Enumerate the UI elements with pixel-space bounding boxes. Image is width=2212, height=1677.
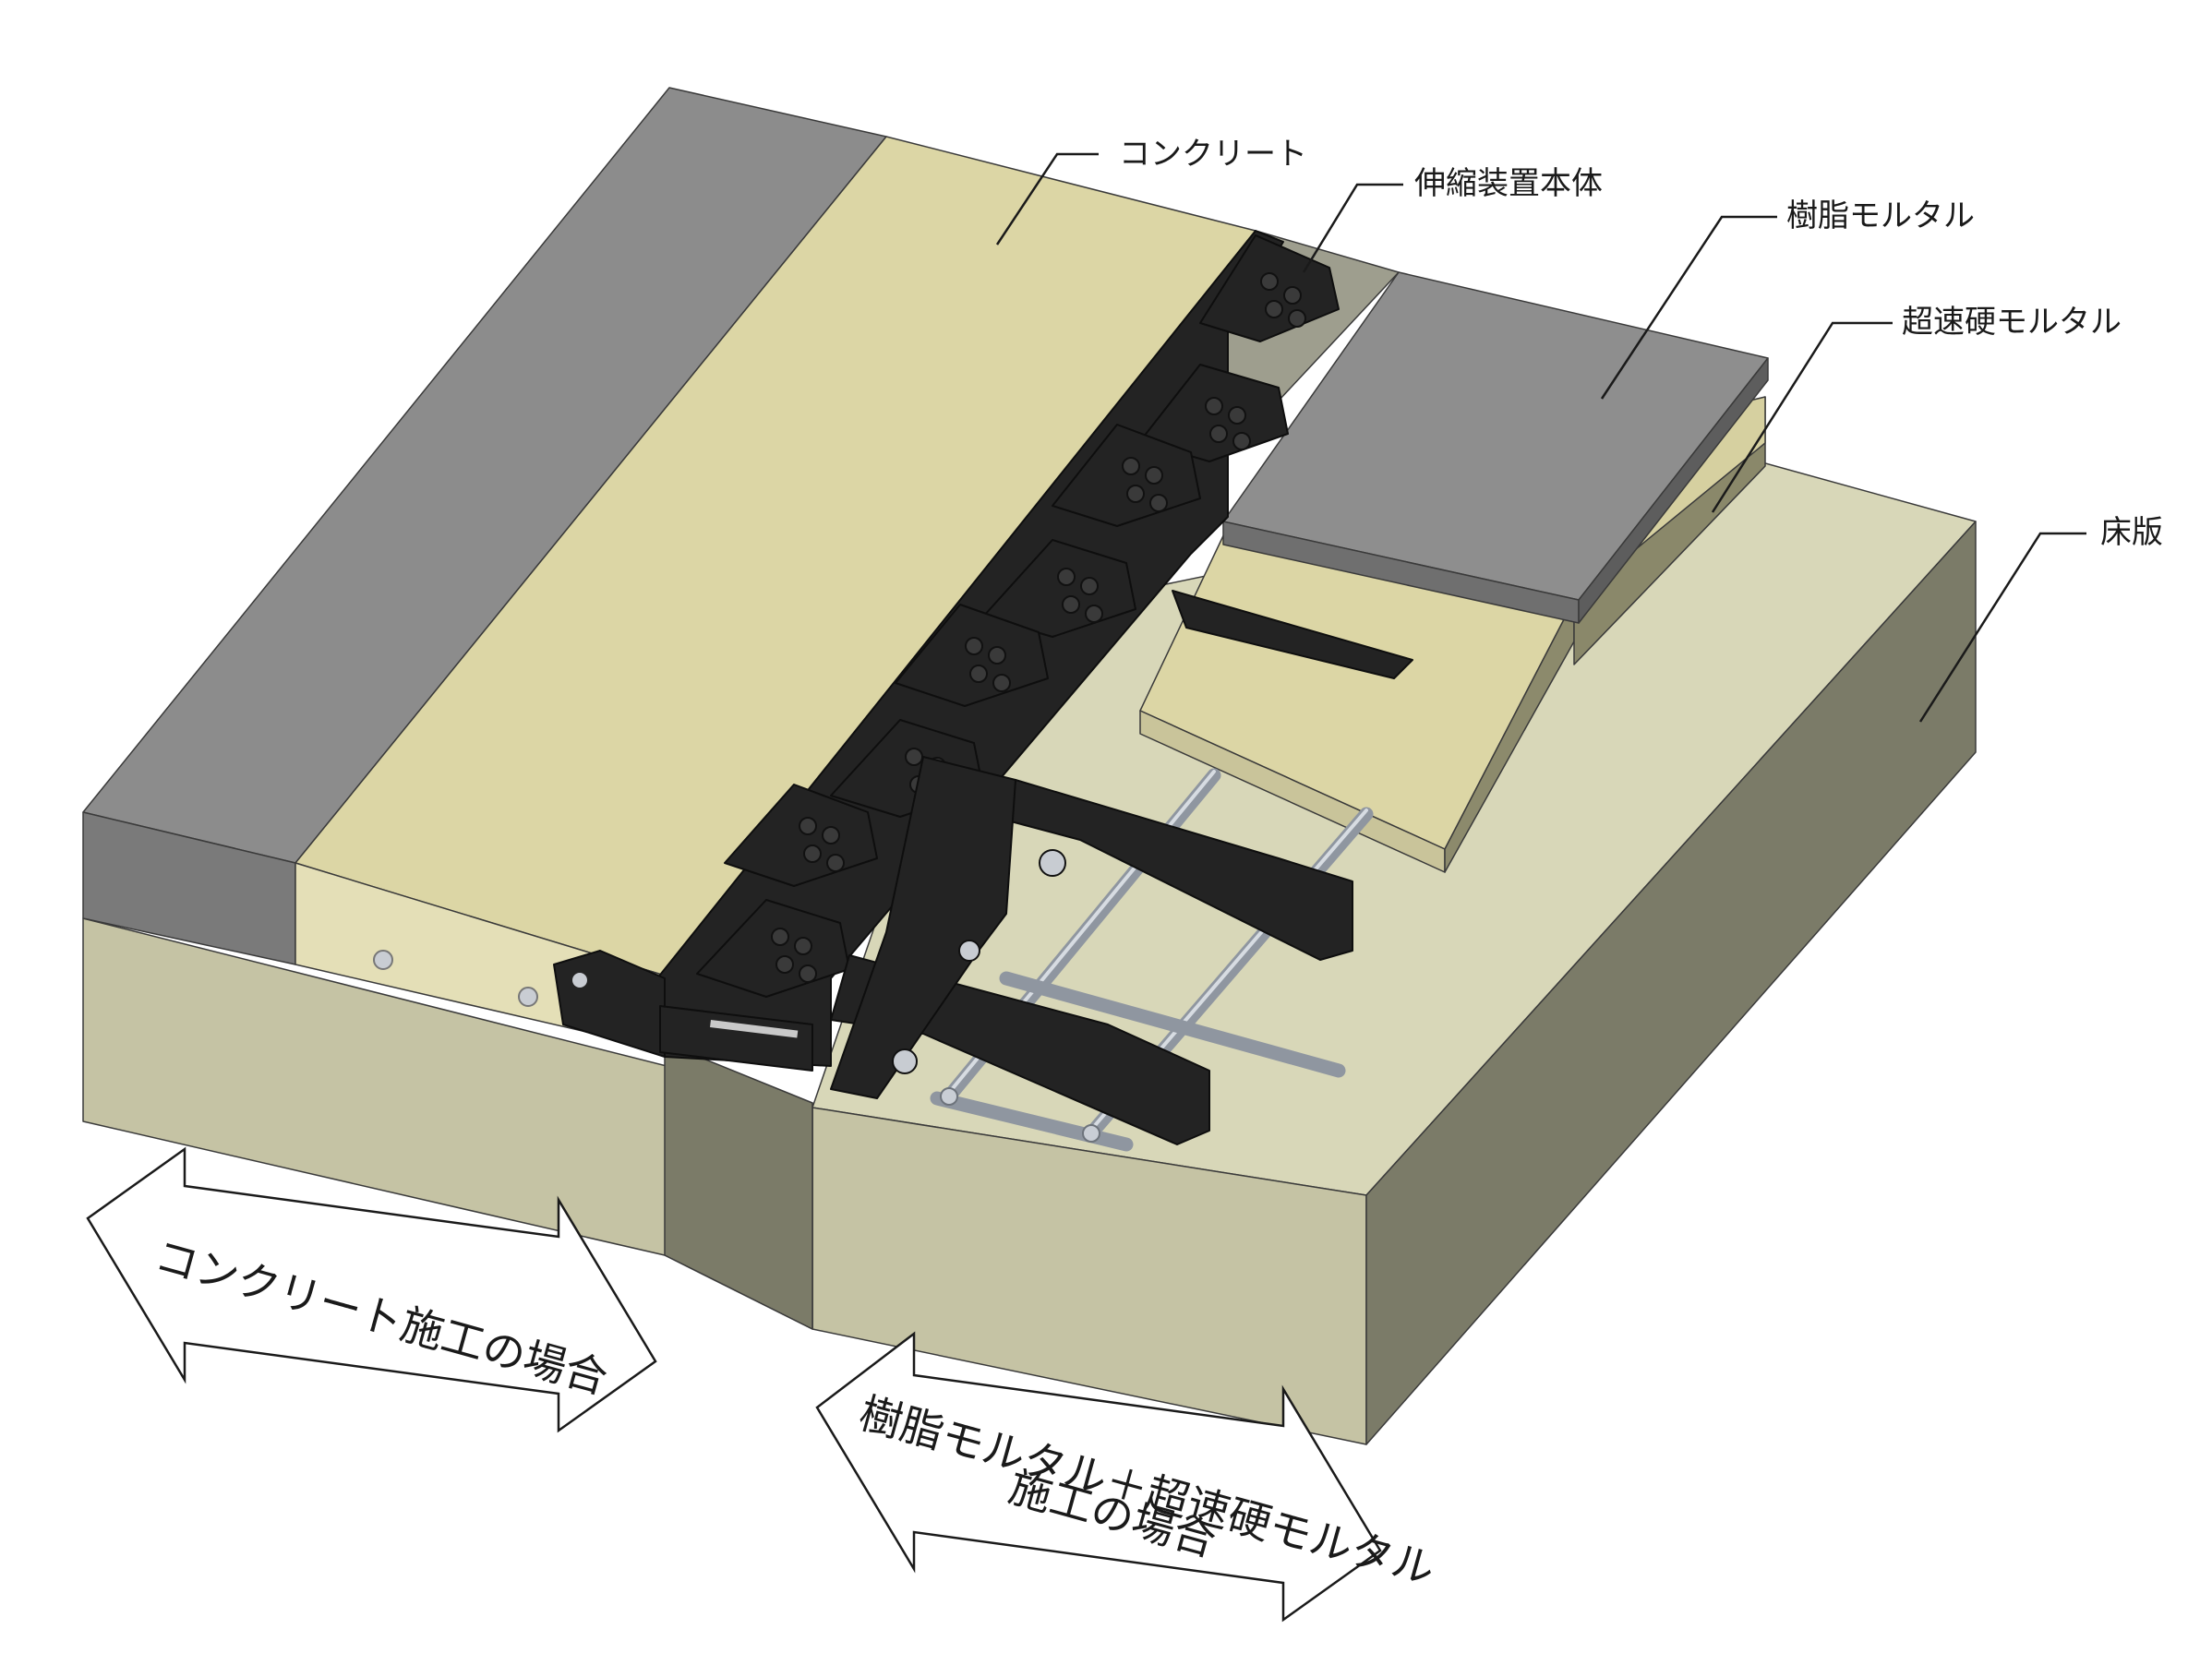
callout-concrete: コンクリート: [995, 136, 1307, 246]
arm-hole: [1039, 849, 1066, 877]
anchor-arms: [830, 590, 1413, 1145]
leader-concrete: [995, 152, 1099, 246]
anchor-arm: [1010, 779, 1353, 961]
callout-joint-body: 伸縮装置本体: [1302, 165, 1603, 273]
arm-hole: [892, 1048, 918, 1074]
lug-hole: [572, 973, 587, 988]
bolt-hole: [373, 950, 393, 970]
label-rapid-mortar: 超速硬モルタル: [1902, 304, 2122, 341]
callout-deck-slab: 床版: [1918, 514, 2163, 723]
arm-web: [830, 756, 1016, 1099]
leader-joint-body: [1302, 183, 1403, 273]
left-block: [82, 87, 1256, 1330]
left-slab-side: [664, 1042, 813, 1330]
leader-resin-mortar: [1600, 215, 1777, 400]
arm-hole: [958, 940, 980, 962]
rebar-end: [1082, 1124, 1100, 1143]
callout-rapid-mortar: 超速硬モルタル: [1711, 304, 2122, 513]
rebar-end: [940, 1087, 958, 1106]
callout-resin-mortar: 樹脂モルタル: [1600, 198, 1975, 400]
arrow-concrete-case: コンクリート施工の場合: [86, 1146, 657, 1433]
bolt-hole: [518, 987, 538, 1007]
leader-rapid-mortar: [1711, 321, 1893, 513]
label-joint-body: 伸縮装置本体: [1414, 165, 1603, 202]
plate-highlight: [710, 1019, 799, 1038]
leader-deck-slab: [1918, 532, 2086, 723]
label-concrete: コンクリート: [1119, 136, 1307, 173]
double-arrow-left: [86, 1146, 657, 1433]
rebar: [999, 971, 1346, 1078]
resin-mortar-side: [1578, 357, 1769, 624]
bottom-plate: [659, 1005, 813, 1072]
label-deck-slab: 床版: [2100, 514, 2163, 551]
label-resin-mortar: 樹脂モルタル: [1786, 198, 1975, 234]
double-arrow-right: [815, 1331, 1382, 1623]
anchor-arm: [1172, 590, 1413, 679]
right-slab-side: [1365, 521, 1977, 1445]
